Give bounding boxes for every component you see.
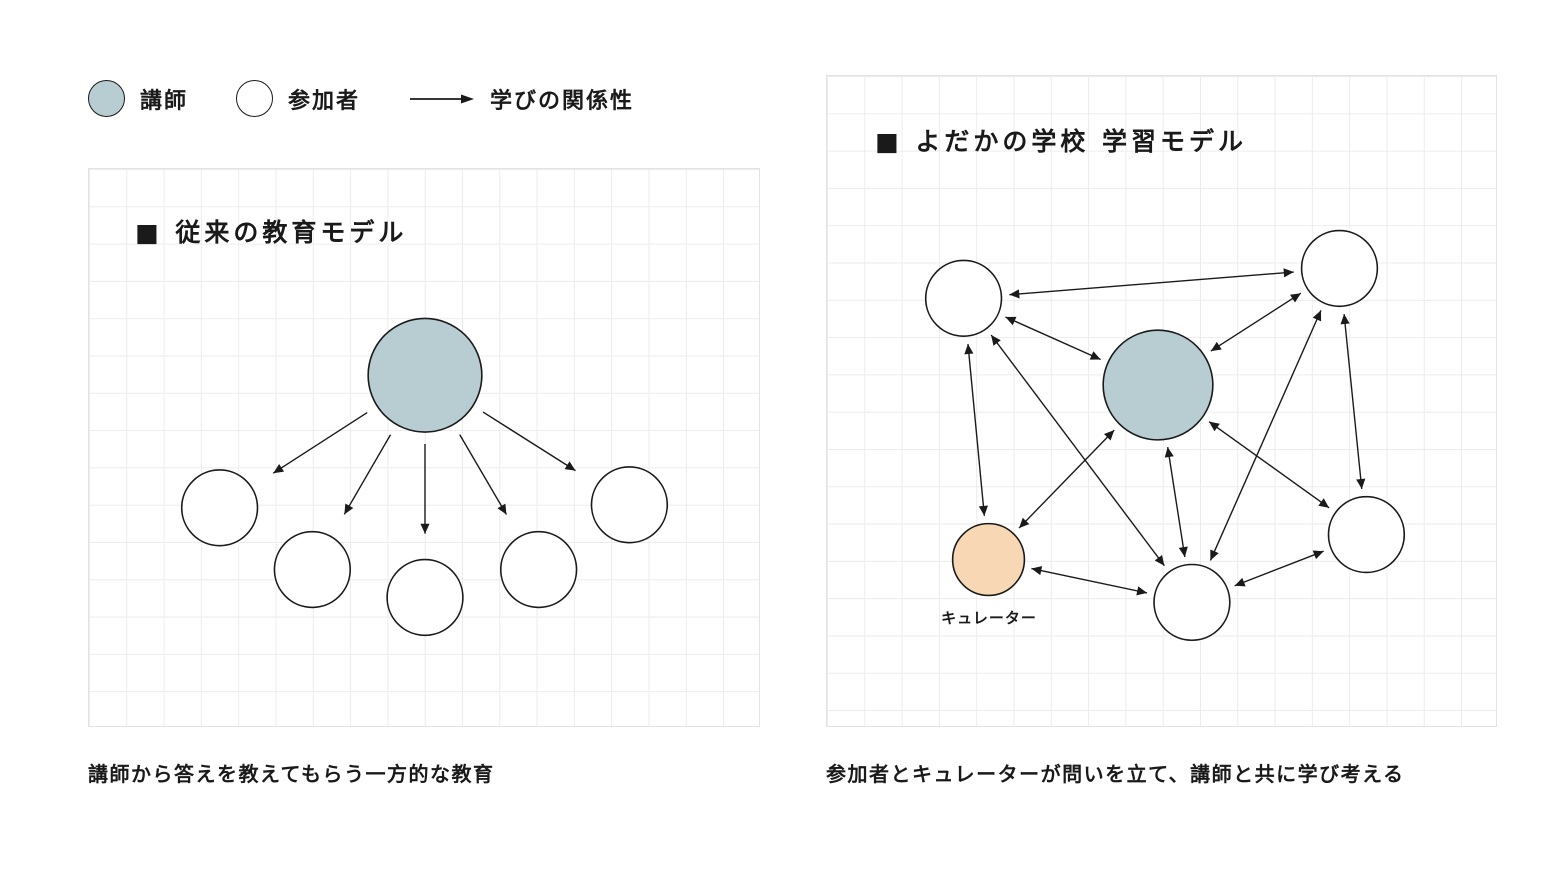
relation-legend-label: 学びの関係性 xyxy=(490,88,635,114)
participant-legend-label: 参加者 xyxy=(288,88,361,114)
arrowhead-teacher-p4 xyxy=(497,503,507,515)
arrowhead-p3-p2 xyxy=(1312,310,1322,322)
curator-label: キュレーター xyxy=(941,609,1037,627)
edge-teacher-p4 xyxy=(459,434,508,515)
participant-node-p2 xyxy=(273,530,352,609)
edge-teacher-p5 xyxy=(482,411,576,472)
arrowhead-p3-p4 xyxy=(1312,550,1324,560)
arrowhead-p3-p1 xyxy=(991,334,1001,346)
arrowhead-p4-p3 xyxy=(1234,577,1246,587)
arrowhead-teacher-p1 xyxy=(273,463,285,474)
instructor-legend-icon xyxy=(88,80,125,117)
participant-node-p3 xyxy=(386,558,464,637)
arrowhead-curator-p3 xyxy=(1136,586,1148,596)
arrowhead-p2-teacher xyxy=(1210,341,1222,352)
edge-curator-p3 xyxy=(1031,567,1148,594)
edge-curator-teacher xyxy=(1018,429,1115,529)
yodaka-model-caption: 参加者とキュレーターが問いを立て、講師と共に学び考える xyxy=(826,762,1405,786)
traditional-model-title: ■ 従来の教育モデル xyxy=(135,218,408,247)
participant-node-p5 xyxy=(590,466,669,544)
arrowhead-teacher-p2 xyxy=(1290,293,1301,303)
curator-node-curator xyxy=(951,522,1026,597)
arrowhead-p1-p3 xyxy=(1154,554,1165,566)
edge-teacher-p1 xyxy=(272,411,368,474)
arrowhead-p1-curator xyxy=(978,505,988,516)
traditional-model-diagram xyxy=(180,317,669,637)
arrowhead-teacher-p3 xyxy=(1178,546,1188,558)
yodaka-model-diagram xyxy=(924,229,1406,642)
participant-node-p4 xyxy=(1327,495,1406,574)
participant-node-p3 xyxy=(1153,563,1231,642)
learning-relation-arrow-icon xyxy=(410,94,475,103)
arrowhead-p2-p3 xyxy=(1210,549,1219,561)
arrowhead-p3-teacher xyxy=(1164,447,1174,458)
participant-node-p2 xyxy=(1300,229,1379,308)
legend: 講師 参加者 学びの関係性 xyxy=(88,80,634,117)
traditional-model-caption: 講師から答えを教えてもらう一方的な教育 xyxy=(88,762,495,786)
edge-p1-p3 xyxy=(990,334,1165,567)
instructor-node-teacher xyxy=(367,317,483,433)
edge-p2-p4 xyxy=(1343,313,1363,490)
edge-teacher-p3 xyxy=(1167,446,1186,558)
arrowhead-teacher-p3 xyxy=(420,523,430,534)
arrowhead-p1-p2 xyxy=(1283,268,1294,278)
arrowhead-teacher-p1 xyxy=(1005,316,1017,326)
edge-p1-curator xyxy=(967,343,986,516)
arrowhead-p1-teacher xyxy=(1089,351,1101,360)
arrowhead-teacher-curator xyxy=(1019,517,1030,529)
edge-teacher-p4 xyxy=(1208,421,1330,509)
arrowhead-p2-p4 xyxy=(1356,478,1366,489)
participant-node-p1 xyxy=(924,259,1003,337)
arrowhead-p3-curator xyxy=(1031,566,1043,576)
edge-teacher-p2 xyxy=(343,434,392,515)
arrowhead-curator-teacher xyxy=(1104,430,1115,441)
instructor-legend-label: 講師 xyxy=(140,88,189,114)
edge-p1-teacher xyxy=(1005,316,1101,361)
edge-p1-p2 xyxy=(1009,271,1294,296)
yodaka-model-panel: ■ よだかの学校 学習モデル キュレーター xyxy=(826,75,1497,727)
participant-node-p1 xyxy=(180,469,259,547)
edge-teacher-p2 xyxy=(1210,292,1302,352)
participant-legend-icon xyxy=(236,80,274,117)
traditional-model-panel: ■ 従来の教育モデル xyxy=(88,168,760,727)
arrowhead-p4-teacher xyxy=(1209,421,1220,432)
arrowhead-p4-p2 xyxy=(1340,314,1350,325)
edge-p3-p4 xyxy=(1234,550,1324,587)
arrowhead-p2-p1 xyxy=(1009,289,1020,299)
edge-p2-p3 xyxy=(1209,310,1322,561)
arrowhead-curator-p1 xyxy=(964,343,974,355)
yodaka-model-title: ■ よだかの学校 学習モデル xyxy=(875,127,1248,156)
arrowhead-teacher-p4 xyxy=(1318,498,1330,508)
participant-node-p4 xyxy=(499,530,578,609)
arrowhead-teacher-p5 xyxy=(564,461,576,471)
arrowhead-teacher-p2 xyxy=(344,503,354,515)
instructor-node-teacher xyxy=(1102,329,1214,441)
